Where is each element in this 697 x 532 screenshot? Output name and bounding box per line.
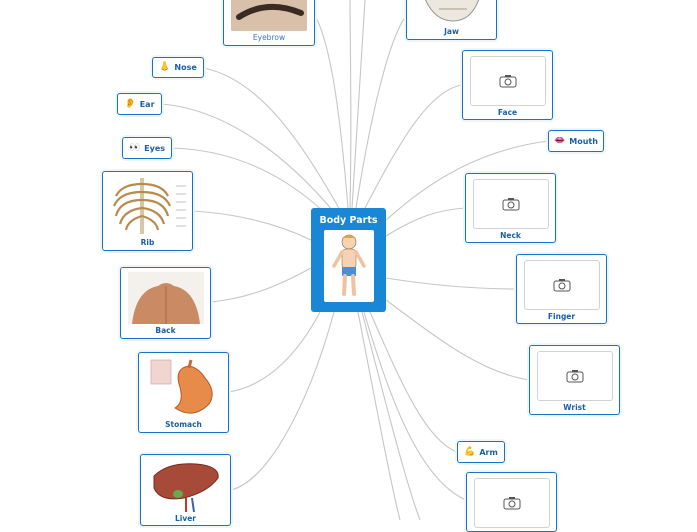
node-label: Face (497, 108, 518, 117)
node-mouth[interactable]: 👄 Mouth (548, 130, 604, 152)
link-arm (369, 311, 458, 453)
link-liver (230, 311, 335, 491)
connector-lines (161, 0, 549, 520)
central-title: Body Parts (319, 215, 378, 226)
node-arm[interactable]: 💪 Arm (457, 441, 505, 463)
node-bottom-right[interactable] (466, 472, 557, 532)
link-mouth (383, 140, 549, 223)
node-label: Finger (547, 312, 576, 321)
node-eyebrow[interactable]: Eyebrow (223, 0, 315, 46)
node-liver[interactable]: Liver (140, 454, 231, 526)
jaw-bone-model-icon (415, 0, 489, 25)
node-nose[interactable]: 👃 Nose (152, 57, 204, 78)
node-label: Eyes (144, 143, 166, 153)
link-rib (192, 210, 312, 241)
ear-icon: 👂 (124, 98, 136, 109)
mouth-icon: 👄 (554, 135, 566, 146)
node-finger[interactable]: Finger (516, 254, 607, 324)
central-topic-body-parts[interactable]: Body Parts (311, 208, 386, 312)
eyebrow-photo-icon (231, 0, 307, 31)
node-label: Arm (479, 447, 498, 457)
node-label: Liver (174, 514, 197, 523)
link-bottom-2 (361, 311, 421, 520)
nose-icon: 👃 (159, 62, 171, 72)
node-stomach[interactable]: Stomach (138, 352, 229, 433)
link-bottom-right (363, 311, 467, 501)
ribcage-anatomy-icon (108, 176, 188, 236)
node-face[interactable]: Face (462, 50, 553, 120)
camera-placeholder-icon (536, 351, 613, 401)
link-wrist (385, 299, 530, 381)
node-eyes[interactable]: 👀 Eyes (122, 137, 172, 159)
node-label: Eyebrow (252, 33, 286, 42)
node-label: Back (155, 326, 176, 335)
node-label: Mouth (569, 136, 598, 146)
node-label: Jaw (444, 27, 459, 36)
node-label: Rib (140, 238, 155, 247)
link-bottom-1 (357, 311, 401, 520)
node-label: Wrist (563, 403, 586, 412)
node-jaw[interactable]: Jaw (406, 0, 497, 40)
link-back (210, 267, 312, 303)
arm-icon: 💪 (464, 446, 476, 457)
link-eyes (171, 147, 327, 215)
liver-anatomy-icon (147, 458, 224, 513)
link-top-2 (351, 0, 366, 209)
link-stomach (228, 311, 321, 393)
link-eyebrow (313, 13, 349, 209)
eyes-icon: 👀 (128, 142, 141, 153)
node-ear[interactable]: 👂 Ear (117, 93, 162, 115)
node-back[interactable]: Back (120, 267, 211, 339)
node-label: Neck (500, 231, 521, 240)
node-rib[interactable]: Rib (102, 171, 193, 251)
back-photo-icon (127, 272, 204, 324)
link-finger (385, 277, 517, 290)
link-ear (161, 103, 335, 213)
link-neck (385, 207, 466, 237)
link-nose (203, 67, 341, 211)
node-label: Stomach (165, 420, 202, 429)
child-body-illustration-icon (323, 230, 374, 302)
link-jaw (355, 15, 407, 209)
stomach-anatomy-icon (144, 356, 223, 418)
camera-placeholder-icon (473, 478, 550, 528)
node-label: Ear (139, 99, 155, 109)
camera-placeholder-icon (472, 179, 549, 229)
link-top-1 (349, 0, 352, 209)
camera-placeholder-icon (523, 260, 600, 310)
node-label: Nose (174, 63, 197, 72)
camera-placeholder-icon (469, 56, 546, 106)
node-wrist[interactable]: Wrist (529, 345, 620, 415)
link-face (363, 84, 463, 211)
node-neck[interactable]: Neck (465, 173, 556, 243)
